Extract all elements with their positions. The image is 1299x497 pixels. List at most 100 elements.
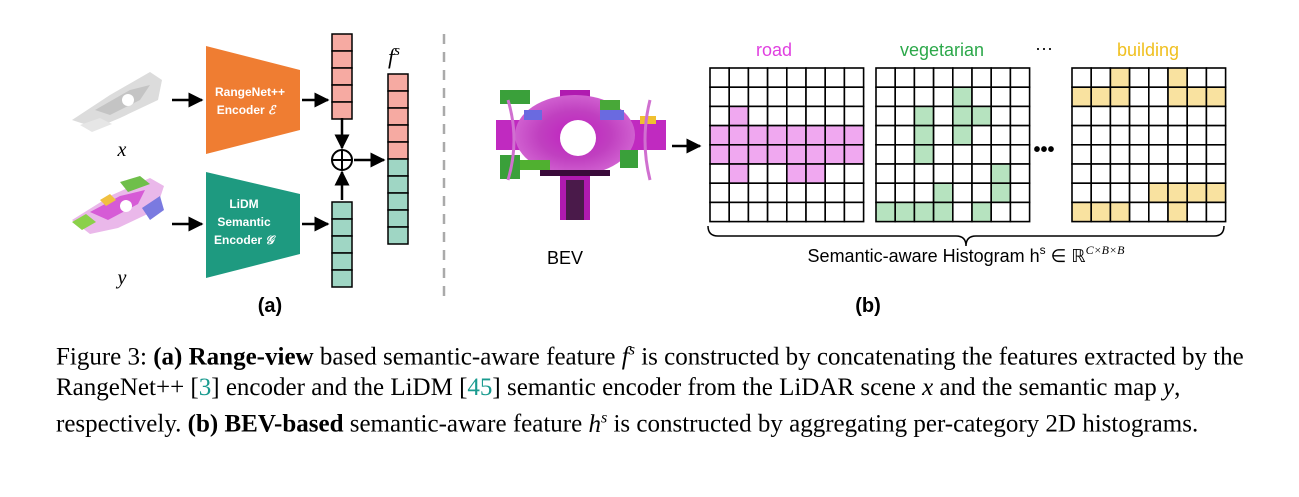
histogram-cell — [932, 105, 954, 127]
panel-b-label: (b) — [855, 295, 881, 317]
histogram-cell — [843, 86, 865, 108]
caption-label: Figure 3: — [56, 343, 154, 371]
histogram-cell — [709, 105, 731, 127]
histogram-cell — [1009, 163, 1031, 185]
histogram-cell — [894, 144, 916, 165]
rangenet-feature-column — [331, 33, 353, 120]
histogram-cell — [1186, 182, 1208, 204]
histogram-cell — [1109, 182, 1131, 204]
lidm-encoder-block — [206, 172, 300, 278]
histogram-cell — [1009, 201, 1031, 223]
histogram-cell — [951, 86, 973, 108]
caption-ref-3[interactable]: 3 — [198, 373, 212, 401]
histogram-cell — [932, 144, 954, 165]
histogram-cell — [1009, 86, 1031, 108]
histogram-cell — [913, 201, 935, 223]
histogram-cell — [728, 105, 750, 127]
histogram-cell — [990, 163, 1012, 185]
histogram-cell — [1109, 163, 1131, 185]
histogram-cell — [875, 124, 897, 146]
histogram-cell — [894, 67, 916, 89]
histogram-cell — [1128, 163, 1150, 185]
caption-ref-45[interactable]: 45 — [467, 373, 493, 401]
histogram-cell — [1090, 105, 1112, 127]
caption-text-5: and the semantic map — [933, 373, 1164, 401]
histogram-label: Semantic-aware Histogram hs ∈ ℝC×B×B — [808, 243, 1126, 266]
rangenet-feature-cell — [331, 84, 353, 103]
lidm-feature-cell — [331, 252, 353, 271]
histogram-cell — [932, 67, 954, 89]
histogram-cell — [1009, 67, 1031, 89]
histogram-cell — [932, 124, 954, 146]
fs-top-cell — [387, 90, 409, 109]
histogram-cell — [785, 67, 807, 89]
histogram-cell — [843, 144, 865, 165]
lidm-encoder-line2: Semantic — [217, 215, 271, 229]
histogram-cell — [785, 124, 807, 146]
histogram-cell — [1186, 163, 1208, 185]
histogram-cell — [1009, 105, 1031, 127]
histogram-cell — [785, 144, 807, 165]
lidar-scene-x-image — [72, 72, 162, 132]
histogram-cell — [805, 182, 827, 204]
histogram-cell — [932, 163, 954, 185]
histogram-cell — [875, 86, 897, 108]
histogram-cell — [1109, 201, 1131, 223]
histogram-cell — [951, 124, 973, 146]
histogram-cell — [913, 163, 935, 185]
histogram-cell — [728, 67, 750, 89]
histogram-cell — [1148, 67, 1169, 89]
histogram-cell — [971, 86, 993, 108]
histogram-cell — [843, 105, 865, 127]
caption-y: y — [1163, 373, 1175, 401]
caption-a-tag: (a) — [153, 343, 189, 371]
lidm-feature-cell — [331, 218, 353, 237]
histogram-cell — [1109, 86, 1131, 108]
histogram-cell — [766, 67, 788, 89]
histogram-cell — [843, 67, 865, 89]
histogram-cell — [990, 67, 1012, 89]
histogram-cell — [766, 182, 788, 204]
histogram-cell — [913, 67, 935, 89]
histogram-cell — [1109, 67, 1131, 89]
histogram-cell — [824, 201, 846, 223]
histogram-cell — [1205, 163, 1227, 185]
histogram-cell — [747, 144, 769, 165]
histogram-cell — [843, 182, 865, 204]
histogram-cell — [785, 105, 807, 127]
histogram-cell — [1128, 105, 1150, 127]
histogram-cell — [747, 105, 769, 127]
histogram-cell — [805, 67, 827, 89]
histogram-cell — [766, 201, 788, 223]
category-label-building: building — [1117, 40, 1179, 60]
histogram-cell — [913, 86, 935, 108]
histogram-cell — [1090, 144, 1112, 165]
rangenet-encoder-line1: RangeNet++ — [215, 85, 285, 99]
caption-x: x — [922, 373, 934, 401]
histogram-cell — [824, 67, 846, 89]
histogram-cell — [1167, 124, 1189, 146]
histogram-cell — [805, 86, 827, 108]
histogram-cell — [824, 124, 846, 146]
fs-bottom-cell — [387, 175, 409, 194]
histogram-cell — [1071, 86, 1093, 108]
histogram-cell — [824, 182, 846, 204]
category-label-road: road — [756, 40, 792, 60]
histogram-cell — [1167, 67, 1189, 89]
histogram-cell — [709, 201, 731, 223]
ellipsis-mid: ••• — [1033, 139, 1054, 161]
histogram-cell — [875, 144, 897, 165]
histogram-cell — [1090, 124, 1112, 146]
histogram-cell — [747, 163, 769, 185]
histogram-cell — [747, 67, 769, 89]
lidm-feature-column — [331, 201, 353, 288]
histogram-cell — [932, 86, 954, 108]
histogram-cell — [766, 86, 788, 108]
caption-b-tag: (b) — [187, 410, 225, 438]
histogram-cell — [805, 124, 827, 146]
histogram-cell — [766, 105, 788, 127]
caption-text-7: semantic-aware feature — [343, 410, 589, 438]
histogram-cell — [951, 67, 973, 89]
histogram-cell — [1205, 124, 1227, 146]
histogram-cell — [932, 201, 954, 223]
